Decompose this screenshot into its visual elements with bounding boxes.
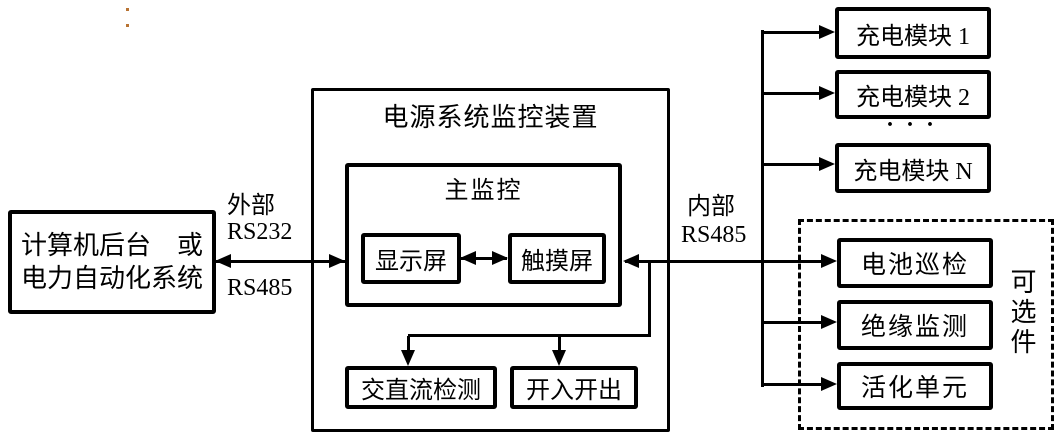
charging-module-2-label: 充电模块 2	[856, 85, 970, 111]
arrowhead-right-icon	[819, 25, 835, 39]
monitoring-device-title: 电源系统监控装置	[382, 103, 599, 132]
main-monitor-title: 主监控	[444, 178, 523, 204]
module2-link-line	[763, 92, 821, 95]
activation-unit-box: 活化单元	[837, 362, 993, 410]
artifact-dot	[126, 24, 129, 27]
artifact-dot	[126, 8, 129, 11]
arrowhead-right-icon	[819, 86, 835, 100]
external-link-line	[216, 260, 345, 263]
activation-link-line	[763, 383, 823, 386]
display-touch-link-line	[461, 257, 507, 260]
arrowhead-down-icon	[401, 350, 415, 366]
branch-vertical-line	[648, 261, 651, 337]
arrowhead-right-icon	[329, 254, 345, 268]
optional-units-group	[798, 219, 1054, 430]
arrowhead-left-icon	[623, 254, 639, 268]
touch-screen-label: 触摸屏	[521, 249, 593, 275]
charging-module-n-label: 充电模块 N	[853, 158, 973, 185]
computer-backend-line2: 电力自动化系统	[20, 264, 203, 293]
external-rs485-label: RS485	[227, 275, 293, 301]
insulation-monitor-box: 绝缘监测	[837, 300, 993, 350]
arrowhead-right-icon	[821, 315, 837, 329]
modules-ellipsis: ···	[885, 112, 946, 138]
computer-backend-line1: 计算机后台 或	[20, 231, 203, 260]
touch-screen-box: 触摸屏	[508, 233, 606, 284]
internal-rs485-label: RS485	[681, 222, 747, 248]
monitoring-device-box	[311, 88, 670, 432]
acdc-drop-line	[407, 336, 410, 352]
charging-module-1-box: 充电模块 1	[835, 7, 991, 59]
insulation-link-line	[763, 321, 823, 324]
arrowhead-left-icon	[460, 251, 476, 265]
internal-link-line	[625, 260, 825, 263]
charging-module-2-box: 充电模块 2	[835, 70, 991, 119]
branch-horizontal-line	[408, 334, 651, 337]
moduleN-link-line	[763, 163, 821, 166]
digital-io-box: 开入开出	[510, 366, 638, 409]
arrowhead-right-icon	[492, 251, 508, 265]
arrowhead-right-icon	[819, 157, 835, 171]
module1-link-line	[763, 31, 821, 34]
charging-module-n-box: 充电模块 N	[835, 143, 991, 193]
bus-vertical-line	[761, 30, 764, 387]
acdc-detection-box: 交直流检测	[345, 366, 497, 409]
digital-io-label: 开入开出	[526, 378, 622, 404]
insulation-monitor-label: 绝缘监测	[860, 314, 969, 341]
arrowhead-left-icon	[215, 254, 231, 268]
arrowhead-down-icon	[552, 350, 566, 366]
external-location-label: 外部	[227, 193, 275, 219]
battery-inspection-box: 电池巡检	[837, 238, 993, 288]
internal-location-label: 内部	[687, 194, 735, 220]
display-screen-label: 显示屏	[375, 249, 447, 275]
main-monitor-box	[345, 163, 622, 307]
charging-module-1-label: 充电模块 1	[856, 23, 970, 50]
computer-backend-box: 计算机后台 或 电力自动化系统	[8, 210, 216, 314]
io-drop-line	[558, 336, 561, 352]
optional-units-label: 可选件	[1007, 268, 1036, 358]
battery-inspection-label: 电池巡检	[860, 252, 969, 279]
acdc-detection-label: 交直流检测	[361, 378, 481, 404]
display-screen-box: 显示屏	[361, 233, 461, 284]
activation-unit-label: 活化单元	[860, 375, 969, 402]
arrowhead-right-icon	[821, 254, 837, 268]
arrowhead-right-icon	[821, 377, 837, 391]
rs232-label: RS232	[227, 219, 293, 245]
